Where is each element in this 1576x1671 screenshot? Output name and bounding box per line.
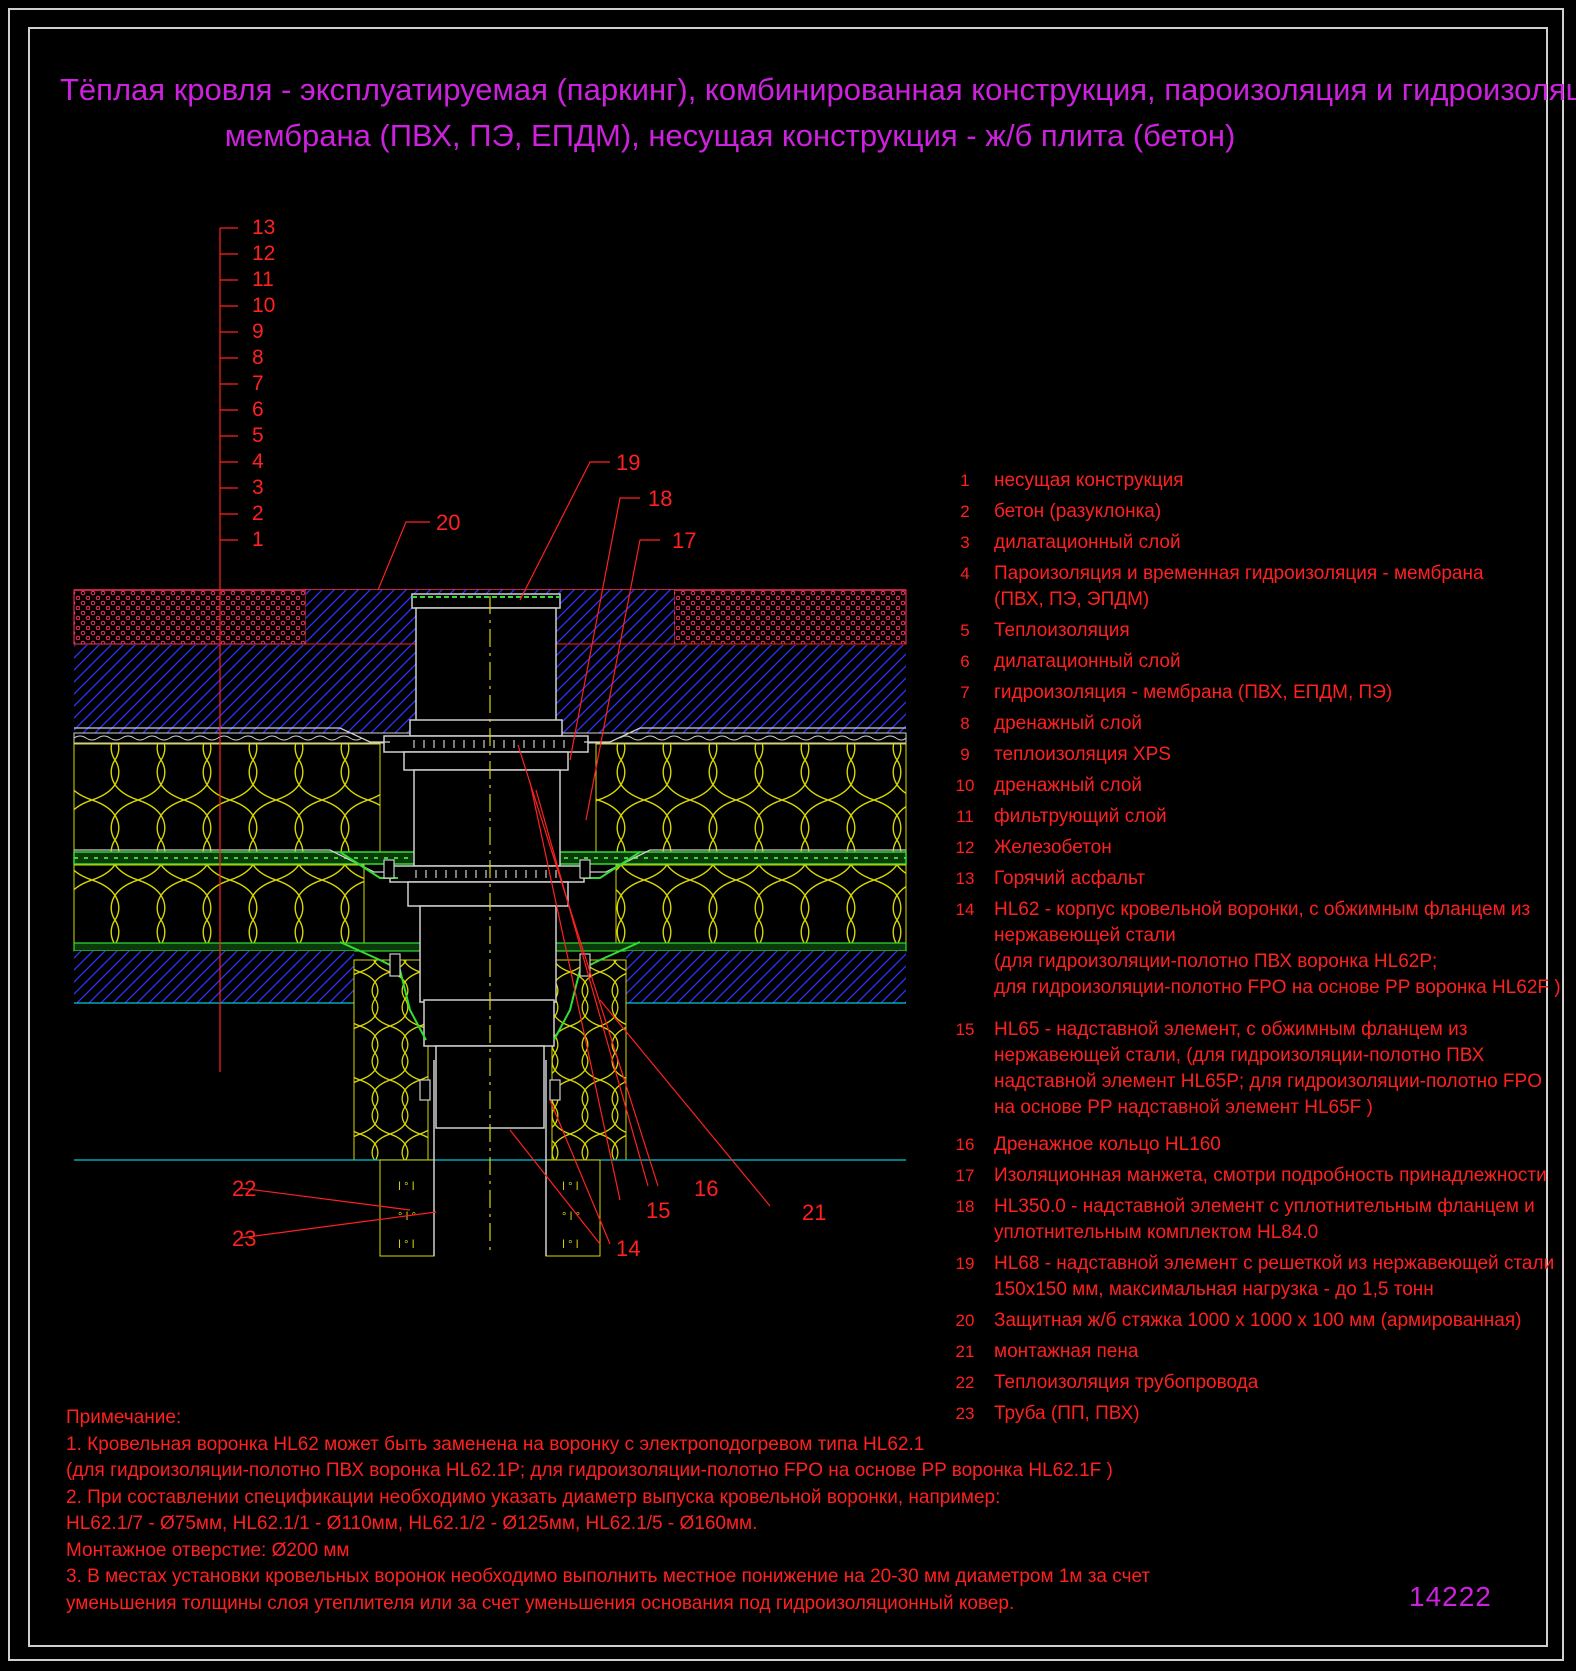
scale-num-12: 12: [252, 242, 276, 265]
drawing-title-line1: Тёплая кровля - эксплуатируемая (паркинг…: [60, 72, 1576, 107]
svg-text:ⅼ ° ⅼ: ⅼ ° ⅼ: [398, 1181, 415, 1193]
scale-num-4: 4: [252, 450, 264, 473]
callout-16: 16: [694, 1176, 719, 1201]
drawing-title-line2: мембрана (ПВХ, ПЭ, ЕПДМ), несущая констр…: [224, 118, 1236, 153]
svg-text:° ⅼ °: ° ⅼ °: [562, 1211, 580, 1223]
membrane-lines: [74, 727, 906, 873]
callout-22: 22: [232, 1176, 257, 1201]
callout-23: 23: [232, 1226, 257, 1251]
drain-pipe: [433, 1060, 547, 1256]
notes-heading: Примечание:: [66, 1407, 182, 1428]
callout-14: 14: [616, 1236, 641, 1261]
scale-num-13: 13: [252, 216, 276, 239]
layer-base-concrete: [74, 951, 906, 1004]
note-line: уменьшения толщины слоя утеплителя или з…: [66, 1592, 1015, 1614]
note-line: 2. При составлении спецификации необходи…: [66, 1486, 1001, 1508]
layer-asphalt: [73, 589, 907, 645]
scale-num-5: 5: [252, 424, 264, 447]
scale-num-10: 10: [252, 294, 276, 317]
callout-15: 15: [646, 1198, 671, 1223]
callout-20: 20: [436, 510, 461, 535]
leader-lines: [239, 461, 771, 1245]
notes-block: Примечание: 1. Кровельная воронка HL62 м…: [66, 1405, 1186, 1617]
scale-num-7: 7: [252, 372, 264, 395]
svg-text:° ⅼ °: ° ⅼ °: [398, 1211, 416, 1223]
callout-21: 21: [802, 1200, 827, 1225]
scale-num-6: 6: [252, 398, 264, 421]
note-line: Монтажное отверстие: Ø200 мм: [66, 1539, 350, 1561]
scale-num-8: 8: [252, 346, 264, 369]
drawing-frame-outer: [8, 8, 1564, 1661]
scale-num-3: 3: [252, 476, 264, 499]
drawing-number: 14222: [1409, 1581, 1492, 1612]
layer-xps-upper: [73, 743, 907, 853]
note-line: 3. В местах установки кровельных воронок…: [66, 1566, 1151, 1587]
roof-drain-funnel: [383, 593, 589, 1129]
svg-text:ⅼ ° ⅼ: ⅼ ° ⅼ: [562, 1181, 579, 1193]
scale-num-9: 9: [252, 320, 264, 343]
layer-thermal-insulation: [74, 959, 906, 1161]
layer-xps-lower: [73, 864, 907, 952]
grate-teeth: [413, 740, 565, 878]
note-line: (для гидроизоляции-полотно ПВХ воронка H…: [66, 1460, 1113, 1481]
drawing-frame-inner: [28, 27, 1548, 1647]
svg-text:ⅼ ° ⅼ: ⅼ ° ⅼ: [398, 1239, 415, 1251]
scale-num-2: 2: [252, 502, 264, 525]
callout-19: 19: [616, 450, 641, 475]
callout-18: 18: [648, 486, 673, 511]
scale-num-11: 11: [252, 268, 274, 291]
svg-text:ⅼ ° ⅼ: ⅼ ° ⅼ: [562, 1239, 579, 1251]
scale-num-1: 1: [252, 528, 264, 551]
pipe-insulation: ⅼ ° ⅼ ° ⅼ ° ⅼ ° ⅼ ⅼ ° ⅼ ° ⅼ ° ⅼ ° ⅼ: [379, 1159, 601, 1257]
note-line: HL62.1/7 - Ø75мм, HL62.1/1 - Ø110мм, HL6…: [66, 1513, 758, 1534]
layer-scale-ruler: [219, 227, 238, 1072]
note-line: 1. Кровельная воронка HL62 может быть за…: [66, 1433, 925, 1455]
callout-17: 17: [672, 528, 697, 553]
